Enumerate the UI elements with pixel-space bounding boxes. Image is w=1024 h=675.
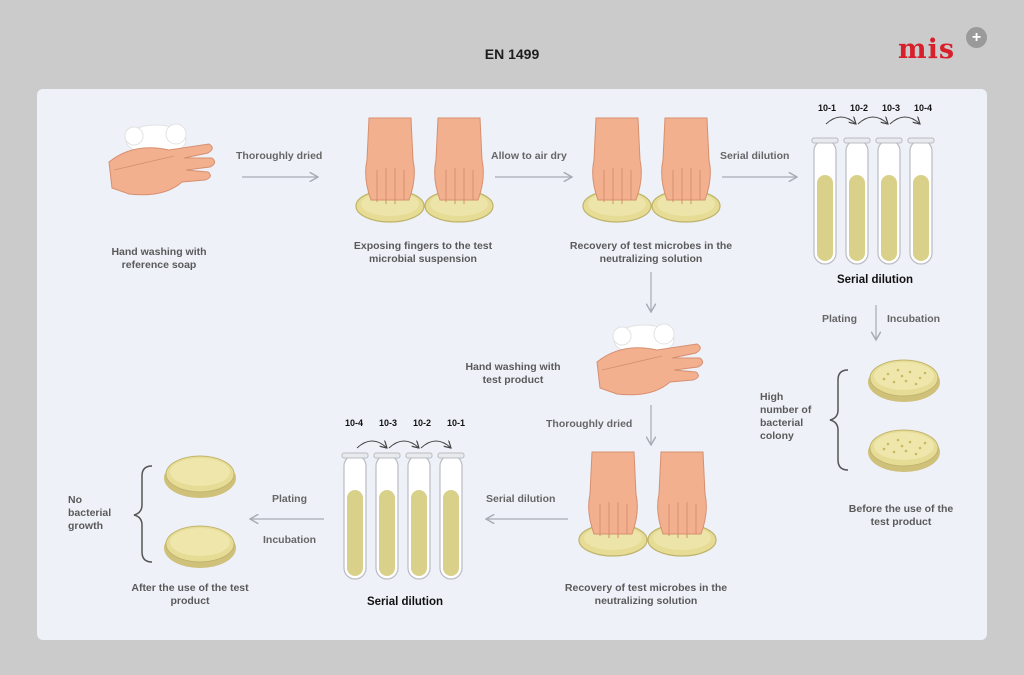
label-recovery-top: Recovery of test microbes in the neutral… [569, 240, 733, 265]
petri-dish-icon [867, 359, 941, 403]
label-expose: Exposing fingers to the test microbial s… [353, 240, 493, 265]
label-high-colony: High number of bacterial colony [760, 391, 812, 442]
arrow-label-incubation-right: Incubation [887, 313, 941, 325]
arrow-label-plating-right: Plating [822, 313, 858, 325]
plate-hand-icon [355, 117, 425, 223]
plate-hand-icon [651, 117, 721, 223]
arrow-label-serial2: Serial dilution [486, 493, 556, 505]
test-tube-icon [405, 452, 433, 580]
petri-dish-icon [163, 525, 237, 569]
arrow-label-serial1: Serial dilution [720, 150, 790, 162]
arrow-label-dried1: Thoroughly dried [236, 150, 323, 162]
hand-wash-icon [596, 323, 704, 396]
test-tube-icon [341, 452, 369, 580]
test-tube-icon [437, 452, 465, 580]
dilution-label: 10-2 [850, 103, 869, 113]
test-tube-icon [907, 137, 935, 265]
petri-dish-icon [867, 429, 941, 473]
plate-hand-icon [647, 451, 717, 557]
arrow-label-plating-left: Plating [272, 493, 308, 505]
dilution-label: 10-3 [882, 103, 901, 113]
arrow-label-dried2: Thoroughly dried [546, 418, 633, 430]
page-title: EN 1499 [484, 46, 540, 62]
label-wash-product: Hand washing with test product [465, 361, 561, 386]
label-before: Before the use of the test product [848, 503, 954, 528]
test-tube-icon [373, 452, 401, 580]
plate-hand-icon [582, 117, 652, 223]
logo-plus-icon: + [966, 27, 987, 48]
label-recovery-bottom: Recovery of test microbes in the neutral… [564, 582, 728, 607]
plate-hand-icon [424, 117, 494, 223]
test-tube-icon [811, 137, 839, 265]
dilution-label: 10-4 [914, 103, 933, 113]
test-tube-icon [875, 137, 903, 265]
dilution-label: 10-4 [345, 418, 364, 428]
test-tube-icon [843, 137, 871, 265]
dilution-label: 10-1 [818, 103, 837, 113]
dilution-label: 10-1 [447, 418, 466, 428]
arrow-label-incubation-left: Incubation [263, 534, 317, 546]
serial-dilution-heading-bottom: Serial dilution [366, 596, 444, 608]
plate-hand-icon [578, 451, 648, 557]
label-no-growth: No bacterial growth [68, 494, 112, 532]
label-wash-ref: Hand washing with reference soap [111, 246, 207, 271]
serial-dilution-heading-top: Serial dilution [836, 274, 914, 286]
arrow-label-air-dry: Allow to air dry [491, 150, 567, 162]
logo: mis [898, 34, 956, 65]
petri-dish-icon [163, 455, 237, 499]
dilution-label: 10-3 [379, 418, 398, 428]
hand-wash-icon [108, 123, 216, 196]
label-after: After the use of the test product [131, 582, 249, 607]
dilution-label: 10-2 [413, 418, 432, 428]
